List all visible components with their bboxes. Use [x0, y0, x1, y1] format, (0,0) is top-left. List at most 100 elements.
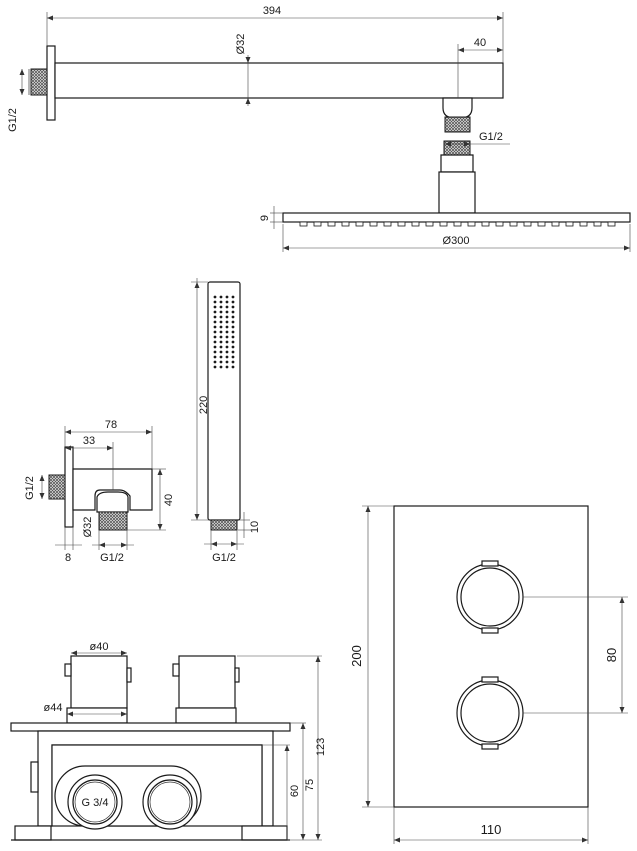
head-nozzle: [369, 221, 378, 227]
side-cover-plate: [10, 722, 291, 732]
spray-dot: [219, 365, 223, 369]
spray-dot: [219, 325, 223, 329]
spray-dot: [225, 345, 229, 349]
spray-dot: [213, 365, 217, 369]
spray-dot: [219, 350, 223, 354]
head-nozzle: [299, 221, 308, 227]
spray-dot: [231, 295, 235, 299]
dim-side-height-mid: 75: [304, 779, 316, 791]
dim-hand-thread: G1/2: [212, 552, 236, 564]
dim-side-rosette: ø44: [44, 702, 63, 714]
head-nozzle: [341, 221, 350, 227]
spray-dot: [231, 305, 235, 309]
head-nozzle: [579, 221, 588, 227]
spray-dot: [225, 300, 229, 304]
spray-dot: [225, 310, 229, 314]
spray-dot: [213, 315, 217, 319]
dim-hand-length: 220: [198, 396, 210, 414]
mixer-side-view: ø40 ø44 G 3/4 123 75 60: [10, 641, 327, 841]
spray-dot: [213, 350, 217, 354]
side-knob-right: [178, 655, 236, 709]
spray-dot: [225, 330, 229, 334]
spray-dot: [225, 315, 229, 319]
head-nozzle: [481, 221, 490, 227]
spray-dot: [213, 320, 217, 324]
head-nozzle: [355, 221, 364, 227]
head-nozzle: [383, 221, 392, 227]
spray-dot: [213, 355, 217, 359]
spray-dot: [219, 295, 223, 299]
spray-dot: [225, 350, 229, 354]
spray-dot: [213, 340, 217, 344]
spray-dot: [219, 310, 223, 314]
dim-outlet-height: 40: [163, 494, 175, 506]
dim-arm-wall-thread: G1/2: [7, 108, 19, 132]
spray-dot: [219, 320, 223, 324]
head-nozzle: [523, 221, 532, 227]
spray-dot: [225, 340, 229, 344]
spray-dot: [213, 330, 217, 334]
head-nozzle: [551, 221, 560, 227]
spray-dot: [219, 340, 223, 344]
dim-side-knob: ø40: [90, 641, 109, 653]
dim-front-knob-spacing: 80: [604, 648, 619, 662]
head-nozzle: [411, 221, 420, 227]
head-shower: 9 Ø300: [259, 206, 631, 252]
spray-dot: [231, 325, 235, 329]
spray-dot: [225, 305, 229, 309]
head-nozzle: [593, 221, 602, 227]
dim-arm-diameter: Ø32: [235, 34, 247, 55]
spray-dot: [219, 355, 223, 359]
spray-dot: [219, 335, 223, 339]
dim-front-height: 200: [349, 645, 364, 667]
spray-dot: [219, 330, 223, 334]
spray-dot: [225, 295, 229, 299]
head-nozzle: [537, 221, 546, 227]
spray-dot: [213, 295, 217, 299]
hand-shower: 220 10 G1/2: [191, 278, 261, 564]
spray-dot: [219, 300, 223, 304]
dim-head-diameter: Ø300: [443, 235, 470, 247]
shower-arm: 394 Ø32 40 G1/2 G1/2: [7, 5, 510, 214]
wall-flange: [46, 45, 56, 121]
side-rosette-right: [175, 707, 237, 724]
side-rosette-left: [66, 707, 128, 724]
side-knob-left: [70, 655, 128, 709]
spray-dot: [231, 365, 235, 369]
arm-tube: [54, 62, 504, 99]
wall-outlet: 78 33 40 G1/2 Ø32 8 G1/2: [24, 419, 175, 564]
spray-dot: [225, 325, 229, 329]
spray-dot: [231, 335, 235, 339]
head-nozzles: [299, 221, 616, 227]
spray-dot: [231, 330, 235, 334]
dim-side-height-low: 60: [289, 785, 301, 797]
spray-dot: [213, 300, 217, 304]
head-nozzle: [453, 221, 462, 227]
outlet-body: [72, 468, 153, 511]
dim-arm-offset: 40: [474, 37, 486, 49]
dim-outlet-thread-left: G1/2: [24, 476, 36, 500]
dim-head-thickness: 9: [259, 215, 271, 221]
spray-dot: [231, 340, 235, 344]
spray-dot: [231, 355, 235, 359]
spray-dot: [219, 315, 223, 319]
spray-dot: [213, 325, 217, 329]
head-nozzle: [509, 221, 518, 227]
mixer-front-view: 200 110 80: [349, 505, 628, 844]
spray-dot: [231, 310, 235, 314]
outlet-flange: [64, 446, 74, 528]
dim-arm-length: 394: [263, 5, 281, 17]
spray-dot: [213, 310, 217, 314]
spray-dot: [213, 305, 217, 309]
head-connector: [438, 171, 476, 214]
spray-dot: [231, 350, 235, 354]
hand-shower-neck: [210, 519, 238, 531]
spray-dot: [213, 360, 217, 364]
spray-dot: [213, 335, 217, 339]
dim-outlet-pipe: Ø32: [82, 517, 94, 538]
spray-dot: [231, 300, 235, 304]
arm-outlet-thread: [444, 116, 471, 133]
dim-arm-outlet-thread: G1/2: [479, 131, 503, 143]
outlet-thread-bottom: [98, 511, 128, 531]
spray-dot: [225, 360, 229, 364]
